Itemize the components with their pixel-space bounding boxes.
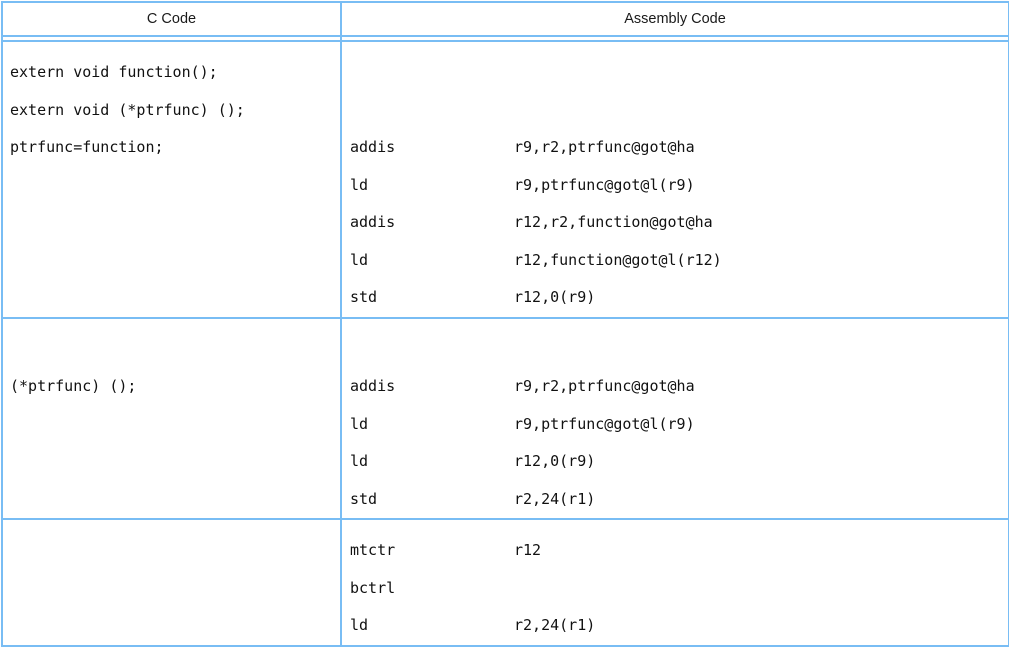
assembly-line: ld r9,ptrfunc@got@l(r9)	[350, 406, 1008, 444]
assembly-line: ld r12,0(r9)	[350, 443, 1008, 481]
assembly-mnemonic	[350, 92, 514, 130]
c-code-line: (*ptrfunc) ();	[10, 377, 137, 395]
c-code-cell: extern void function(); extern void (*ptr…	[3, 42, 340, 319]
assembly-code-cell: addis r9,r2,ptrfunc@got@ha ld r9,ptrfunc@go…	[340, 318, 1008, 520]
assembly-operands: r9,r2,ptrfunc@got@ha	[514, 138, 695, 156]
assembly-blank-line	[350, 54, 1008, 92]
table-row: mtctr r12 bctrl ld r2,24(r1)	[3, 520, 1008, 645]
table-row: (*ptrfunc) (); addis r9,r2,ptrfunc@got@ha…	[3, 318, 1008, 520]
c-code-line: extern void (*ptrfunc) ();	[10, 100, 245, 119]
table-row: extern void function(); extern void (*ptr…	[3, 42, 1008, 319]
assembly-line: addis r9,r2,ptrfunc@got@ha	[350, 129, 1008, 167]
column-header-c-code: C Code	[3, 3, 340, 37]
c-code-blank-line	[10, 481, 340, 519]
c-code-blank-line	[10, 331, 340, 369]
c-code-blank-line	[10, 532, 340, 570]
c-code-cell	[3, 520, 340, 645]
assembly-operands: r2,24(r1)	[514, 616, 596, 634]
assembly-line: ld r9,ptrfunc@got@l(r9)	[350, 167, 1008, 205]
assembly-mnemonic: ld	[350, 250, 369, 269]
c-code-blank-line	[10, 242, 340, 280]
assembly-operands: r9,r2,ptrfunc@got@ha	[514, 377, 695, 395]
c-code-blank-line	[10, 406, 340, 444]
assembly-mnemonic: std	[350, 489, 378, 508]
assembly-operands: r12,function@got@l(r12)	[514, 250, 722, 269]
assembly-mnemonic: bctrl	[350, 578, 396, 597]
assembly-line: addis r12,r2,function@got@ha	[350, 204, 1008, 242]
c-code-blank-line	[10, 204, 340, 242]
c-code-blank-line	[10, 167, 340, 205]
column-header-assembly-code: Assembly Code	[340, 3, 1008, 37]
assembly-operands: r12,r2,function@got@ha	[514, 213, 713, 231]
c-code-line: ptrfunc=function;	[10, 138, 164, 156]
assembly-operands: r9,ptrfunc@got@l(r9)	[514, 414, 695, 433]
table-header: C Code Assembly Code	[3, 3, 1008, 42]
assembly-code-block: mtctr r12 bctrl ld r2,24(r1)	[342, 520, 1008, 645]
c-code-blank-line	[10, 607, 340, 645]
assembly-mnemonic	[350, 54, 514, 92]
header-double-rule	[3, 37, 1008, 42]
c-code-line: extern void function();	[10, 63, 218, 81]
assembly-operands	[514, 331, 523, 369]
c-code-blank-line	[10, 570, 340, 608]
assembly-operands: r12	[514, 541, 542, 559]
assembly-line: std r12,0(r9)	[350, 279, 1008, 317]
assembly-line: addis r9,r2,ptrfunc@got@ha	[350, 368, 1008, 406]
assembly-operands: r12,0(r9)	[514, 288, 596, 306]
assembly-mnemonic: std	[350, 288, 378, 306]
assembly-mnemonic	[350, 331, 514, 369]
assembly-mnemonic: addis	[350, 377, 396, 395]
assembly-line: ld r12,function@got@l(r12)	[350, 242, 1008, 280]
assembly-operands: r12,0(r9)	[514, 452, 596, 470]
assembly-mnemonic: mtctr	[350, 541, 396, 559]
assembly-code-cell: addis r9,r2,ptrfunc@got@ha ld r9,ptrfunc@go…	[340, 42, 1008, 319]
assembly-mnemonic: ld	[350, 616, 369, 634]
assembly-code-block: addis r9,r2,ptrfunc@got@ha ld r9,ptrfunc@go…	[342, 319, 1008, 519]
assembly-mnemonic: ld	[350, 414, 369, 433]
assembly-line: mtctr r12	[350, 532, 1008, 570]
assembly-mnemonic: addis	[350, 138, 396, 156]
assembly-mnemonic: addis	[350, 213, 396, 231]
c-code-blank-line	[10, 279, 340, 317]
c-code-blank-line	[10, 443, 340, 481]
table-body: extern void function(); extern void (*ptr…	[3, 42, 1008, 645]
assembly-operands	[514, 54, 523, 92]
assembly-operands: r9,ptrfunc@got@l(r9)	[514, 175, 695, 194]
c-code-block: extern void function(); extern void (*ptr…	[3, 42, 340, 317]
assembly-operands: r2,24(r1)	[514, 489, 596, 508]
assembly-line: bctrl	[350, 570, 1008, 608]
assembly-code-block: addis r9,r2,ptrfunc@got@ha ld r9,ptrfunc@go…	[342, 42, 1008, 317]
header-row: C Code Assembly Code	[3, 3, 1008, 37]
assembly-line: ld r2,24(r1)	[350, 607, 1008, 645]
assembly-mnemonic: ld	[350, 452, 369, 470]
assembly-mnemonic: ld	[350, 175, 369, 194]
c-code-cell: (*ptrfunc) ();	[3, 318, 340, 520]
header-rule-right	[340, 37, 1008, 42]
c-code-block	[3, 520, 340, 645]
assembly-code-cell: mtctr r12 bctrl ld r2,24(r1)	[340, 520, 1008, 645]
assembly-blank-line	[350, 92, 1008, 130]
assembly-blank-line	[350, 331, 1008, 369]
assembly-operands	[514, 92, 523, 130]
c-code-block: (*ptrfunc) ();	[3, 319, 340, 519]
assembly-operands	[514, 570, 523, 608]
header-rule-left	[3, 37, 340, 42]
assembly-line: std r2,24(r1)	[350, 481, 1008, 519]
